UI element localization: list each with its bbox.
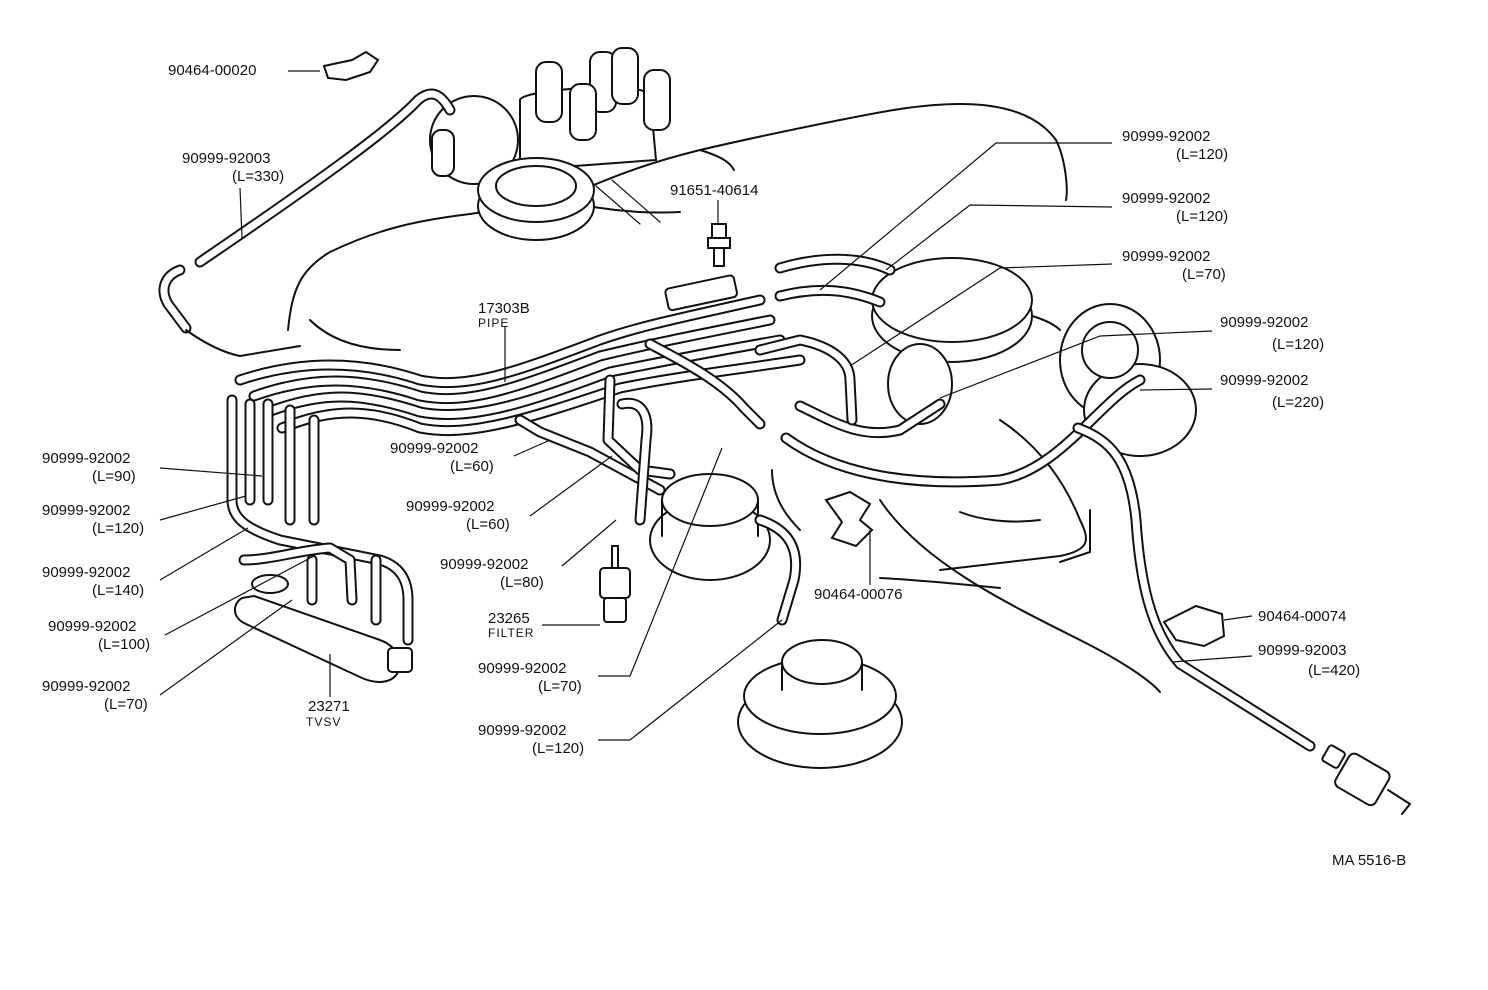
callout-length-m60a: (L=60) <box>450 458 494 475</box>
air-valve-top <box>477 157 595 241</box>
callout-length-m70: (L=70) <box>538 678 582 695</box>
callout-part-r1: 90999-92002 <box>1122 128 1211 145</box>
callout-part-m120: 90999-92002 <box>478 722 567 739</box>
callout-part-hose-420: 90999-92003 <box>1258 642 1347 659</box>
callout-length-r4: (L=120) <box>1272 336 1325 353</box>
callout-length-l90: (L=90) <box>92 468 136 485</box>
callout-length-m120: (L=120) <box>532 740 585 757</box>
callout-name-pipe: PIPE <box>478 316 510 330</box>
callout-length-m60b: (L=60) <box>466 516 510 533</box>
hose-330 <box>158 88 456 334</box>
callout-length-r3: (L=70) <box>1182 266 1226 283</box>
callout-length-m80: (L=80) <box>500 574 544 591</box>
callout-length-r5: (L=220) <box>1272 394 1325 411</box>
callout-part-r3: 90999-92002 <box>1122 248 1211 265</box>
tvsv-hoses <box>226 394 414 646</box>
clamp-90464-00020 <box>322 50 380 82</box>
egr-valve-bottom <box>737 639 903 769</box>
callout-part-pipe: 17303B <box>478 300 530 317</box>
filter-23265 <box>599 545 631 623</box>
callout-part-l140: 90999-92002 <box>42 564 131 581</box>
callout-length-l140: (L=140) <box>92 582 145 599</box>
callout-part-r2: 90999-92002 <box>1122 190 1211 207</box>
callout-part-r4: 90999-92002 <box>1220 314 1309 331</box>
callout-part-m80: 90999-92002 <box>440 556 529 573</box>
callout-name-tvsv: TVSV <box>306 715 342 729</box>
callout-part-l100: 90999-92002 <box>48 618 137 635</box>
callout-length-hose-420: (L=420) <box>1308 662 1361 679</box>
clamp-90464-00076 <box>824 490 874 548</box>
callout-part-r5: 90999-92002 <box>1220 372 1309 389</box>
egr-valve-middle <box>649 473 771 581</box>
callout-part-90464-00020: 90464-00020 <box>168 62 257 79</box>
diaphragm-units <box>871 257 1197 457</box>
callout-part-l70: 90999-92002 <box>42 678 131 695</box>
tvsv-body <box>234 574 413 683</box>
callout-part-hose-330: 90999-92003 <box>182 150 271 167</box>
bolt-91651 <box>707 223 731 267</box>
distributor-cap <box>429 47 671 185</box>
callout-part-l90: 90999-92002 <box>42 450 131 467</box>
vacuum-switch-right <box>1321 744 1411 815</box>
engine-block <box>287 103 1161 693</box>
callout-length-l70: (L=70) <box>104 696 148 713</box>
callout-name-filter: FILTER <box>488 626 535 640</box>
callout-part-m70: 90999-92002 <box>478 660 567 677</box>
hose-420 <box>1072 422 1316 752</box>
pipe-bundle <box>185 274 806 437</box>
callout-length-l100: (L=100) <box>98 636 151 653</box>
clamp-90464-00074 <box>1162 604 1226 648</box>
callout-part-clamp76: 90464-00076 <box>814 586 903 603</box>
callout-length-hose-330: (L=330) <box>232 168 285 185</box>
callout-length-l120: (L=120) <box>92 520 145 537</box>
callout-length-r1: (L=120) <box>1176 146 1229 163</box>
callout-part-l120: 90999-92002 <box>42 502 131 519</box>
callout-part-bolt: 91651-40614 <box>670 182 759 199</box>
middle-hoses <box>514 253 1146 626</box>
callout-length-r2: (L=120) <box>1176 208 1229 225</box>
diagram-code: MA 5516-B <box>1332 852 1407 869</box>
callout-part-clamp74: 90464-00074 <box>1258 608 1347 625</box>
callout-part-tvsv: 23271 <box>308 698 350 715</box>
callout-part-m60b: 90999-92002 <box>406 498 495 515</box>
callout-part-m60a: 90999-92002 <box>390 440 479 457</box>
callout-part-filter: 23265 <box>488 610 530 627</box>
leader-lines <box>159 70 1253 741</box>
